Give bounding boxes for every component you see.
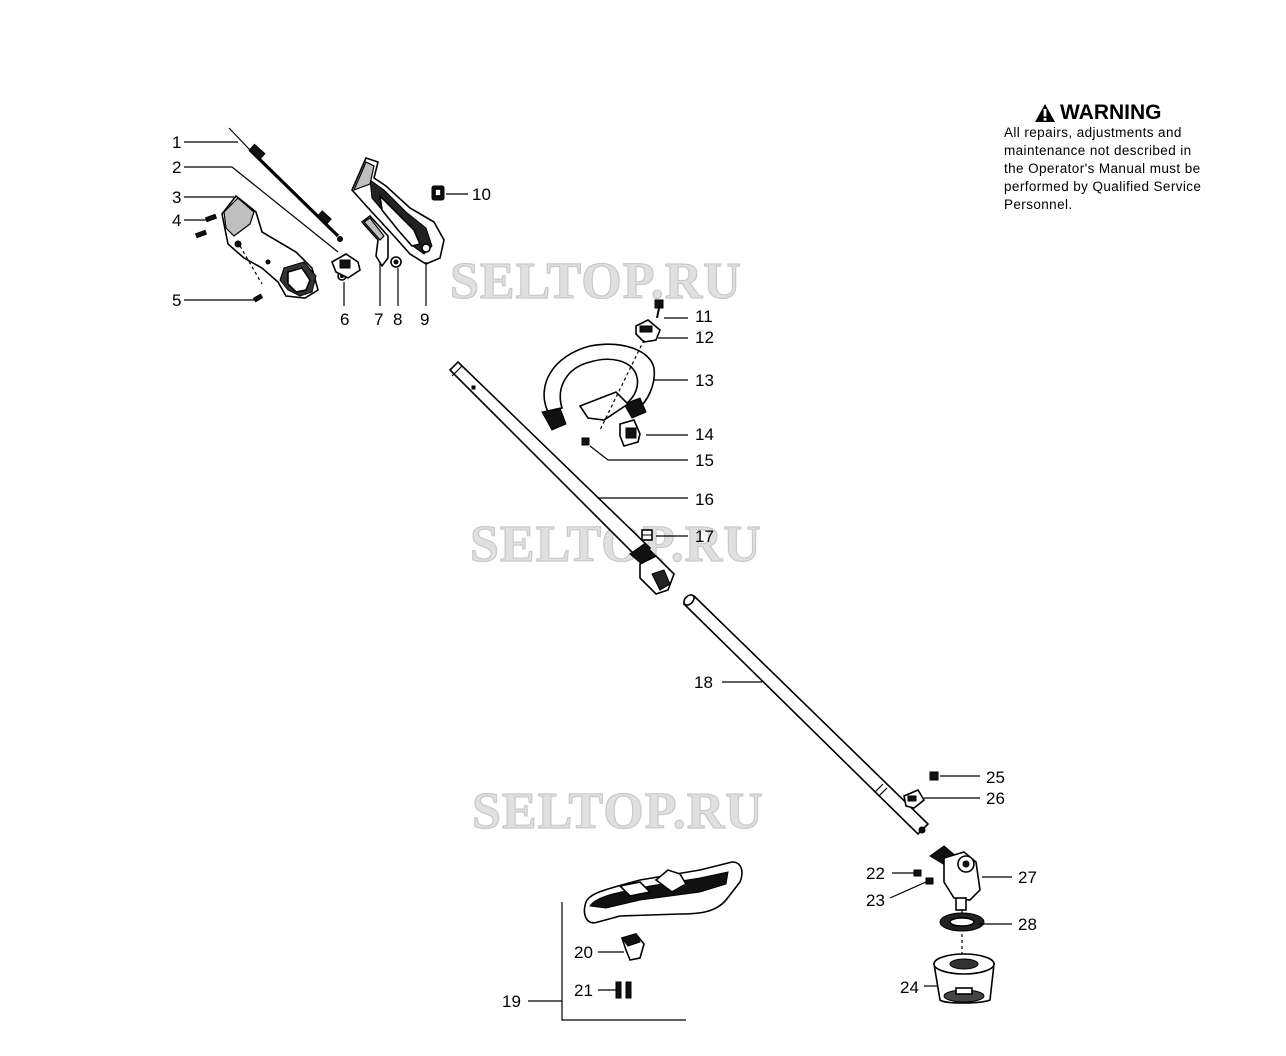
- warning-notice: WARNING All repairs, adjustments and mai…: [1004, 102, 1254, 214]
- warning-line: Personnel.: [1004, 197, 1073, 212]
- callout-16: 16: [695, 490, 714, 509]
- callout-15: 15: [695, 451, 714, 470]
- part-14-block: [619, 419, 641, 447]
- warning-title-text: WARNING: [1060, 101, 1162, 124]
- callout-18: 18: [694, 673, 713, 692]
- watermark: SELTOP.RU: [450, 253, 742, 310]
- watermark: SELTOP.RU: [472, 783, 764, 840]
- callout-2: 2: [172, 158, 181, 177]
- callout-22: 22: [866, 864, 885, 883]
- leader-lines: [184, 141, 1012, 991]
- callout-9: 9: [420, 310, 429, 329]
- part-13-loop-handle: [541, 339, 656, 431]
- callout-5: 5: [172, 291, 181, 310]
- callout-1: 1: [172, 133, 181, 152]
- callout-8: 8: [393, 310, 402, 329]
- part-9-housing: [351, 157, 445, 265]
- callout-28: 28: [1018, 915, 1037, 934]
- part-3-rear-handle: [221, 194, 319, 299]
- callout-20: 20: [574, 943, 593, 962]
- warning-line: All repairs, adjustments and: [1004, 125, 1182, 140]
- callout-23: 23: [866, 891, 885, 910]
- callout-25: 25: [986, 768, 1005, 787]
- part-19-guard-kit: [583, 861, 743, 924]
- part-11-bolt: [654, 299, 664, 319]
- part-19-bracket-line: [528, 902, 686, 1021]
- part-2-switch: [330, 253, 361, 279]
- callout-21: 21: [574, 981, 593, 1000]
- callout-19: 19: [502, 992, 521, 1011]
- part-26-bracket: [903, 788, 926, 809]
- part-15-nut: [581, 437, 590, 446]
- part-1-throttle-cable: [228, 127, 343, 242]
- part-22-screw: [913, 869, 922, 877]
- part-27-gear-head: [929, 845, 981, 958]
- callout-10: 10: [472, 185, 491, 204]
- part-25-screw: [929, 771, 939, 781]
- part-16-upper-shaft: [448, 360, 652, 562]
- callout-6: 6: [340, 310, 349, 329]
- warning-title: WARNING: [1004, 102, 1254, 124]
- callout-27: 27: [1018, 868, 1037, 887]
- callout-17: 17: [695, 527, 714, 546]
- part-7-trigger: [360, 214, 389, 268]
- warning-line: maintenance not described in: [1004, 143, 1192, 158]
- callout-11: 11: [695, 307, 713, 326]
- callout-13: 13: [695, 371, 714, 390]
- warning-line: performed by Qualified Service: [1004, 179, 1202, 194]
- warning-triangle-icon: [1035, 104, 1055, 122]
- part-4-screws: [194, 213, 263, 285]
- part-18-lower-shaft: [682, 594, 930, 836]
- part-17-clip: [641, 529, 653, 541]
- part-8-spring: [390, 256, 402, 268]
- part-24-trimmer-head: [933, 953, 995, 1004]
- callout-26: 26: [986, 789, 1005, 808]
- callout-numbers: 1 2 3 4 5 6 7 8 9 10 11 12 13 14 15 16 1…: [172, 133, 1037, 1011]
- coupler-housing: [629, 543, 675, 595]
- part-23-screw: [925, 877, 934, 885]
- part-20-blade: [620, 933, 645, 961]
- part-12-clamp: [635, 319, 661, 343]
- callout-12: 12: [695, 328, 714, 347]
- callout-4: 4: [172, 211, 181, 230]
- callout-24: 24: [900, 978, 919, 997]
- callout-14: 14: [695, 425, 714, 444]
- callout-7: 7: [374, 310, 383, 329]
- part-21-screws: [615, 981, 632, 999]
- part-5-screw: [252, 293, 264, 303]
- callout-3: 3: [172, 188, 181, 207]
- warning-line: the Operator's Manual must be: [1004, 161, 1201, 176]
- part-28-washer: [939, 912, 985, 932]
- part-10-nut: [431, 185, 468, 201]
